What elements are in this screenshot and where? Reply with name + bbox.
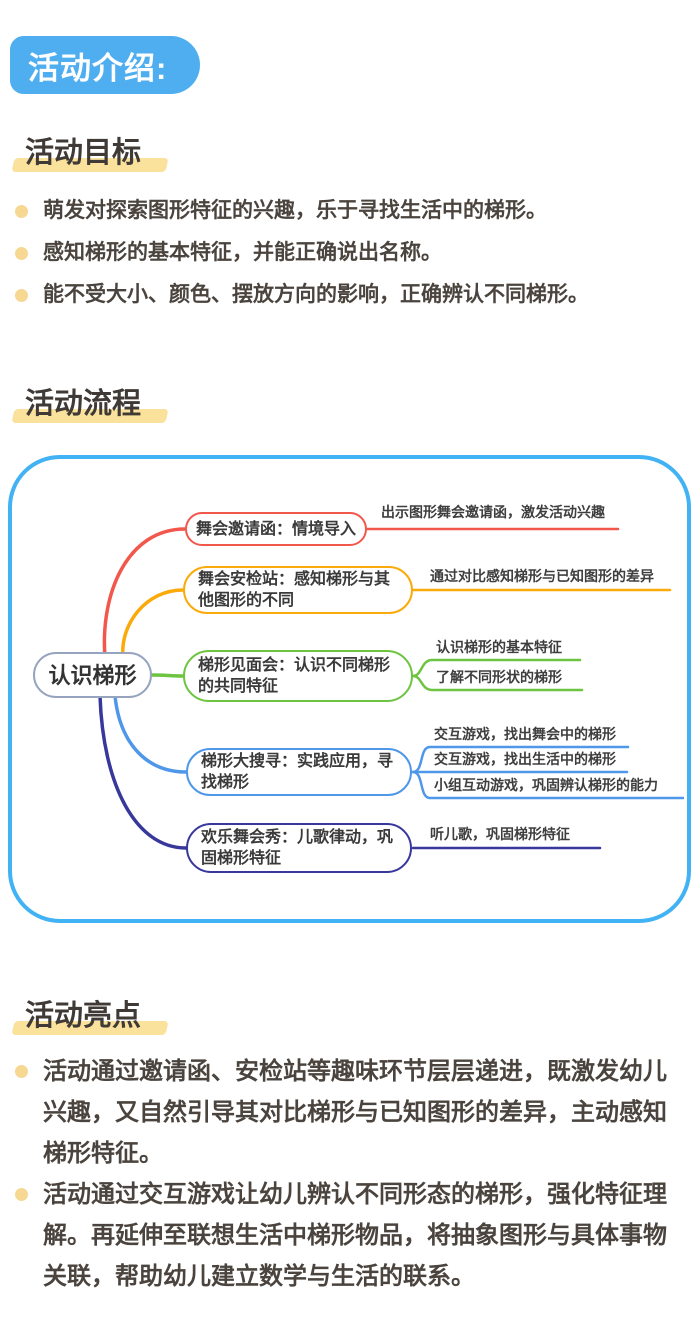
bullet-dot-icon bbox=[15, 1188, 28, 1201]
connector-branch-4 bbox=[113, 694, 188, 774]
process-heading: 活动流程 bbox=[11, 388, 169, 423]
highlights-heading: 活动亮点 bbox=[11, 1000, 169, 1035]
mindmap-node-meeting: 梯形见面会：认识不同梯形的共同特征 bbox=[183, 650, 413, 702]
goal-text: 能不受大小、颜色、摆放方向的影响，正确辨认不同梯形。 bbox=[43, 283, 589, 306]
process-heading-label: 活动流程 bbox=[25, 388, 142, 420]
list-item: 活动通过交互游戏让幼儿辨认不同形态的梯形，强化特征理解。再延伸至联想生活中梯形物… bbox=[15, 1174, 690, 1297]
highlights-heading-label: 活动亮点 bbox=[25, 1000, 142, 1032]
mindmap-connectors bbox=[98, 527, 684, 850]
mindmap-leaf: 交互游戏，找出舞会中的梯形 bbox=[434, 726, 616, 742]
leaf-line-4c bbox=[411, 770, 684, 800]
bullet-dot-icon bbox=[15, 205, 28, 218]
bullet-dot-icon bbox=[15, 289, 28, 302]
connector-branch-2 bbox=[121, 588, 185, 659]
list-item: 活动通过邀请函、安检站等趣味环节层层递进，既激发幼儿兴趣，又自然引导其对比梯形与… bbox=[15, 1051, 690, 1174]
connector-branch-3 bbox=[150, 673, 185, 678]
list-item: 感知梯形的基本特征，并能正确说出名称。 bbox=[15, 232, 692, 274]
list-item: 萌发对探索图形特征的兴趣，乐于寻找生活中的梯形。 bbox=[15, 190, 692, 232]
mindmap-node-show: 欢乐舞会秀：儿歌律动，巩固梯形特征 bbox=[186, 823, 412, 873]
goals-heading-label: 活动目标 bbox=[25, 137, 142, 169]
intro-badge-label: 活动介绍: bbox=[28, 50, 168, 86]
connector-branch-1 bbox=[102, 527, 187, 659]
highlight-text: 活动通过邀请函、安检站等趣味环节层层递进，既激发幼儿兴趣，又自然引导其对比梯形与… bbox=[43, 1058, 667, 1167]
mindmap-leaf: 小组互动游戏，巩固辨认梯形的能力 bbox=[434, 777, 658, 793]
connector-branch-5 bbox=[98, 694, 188, 850]
goal-text: 感知梯形的基本特征，并能正确说出名称。 bbox=[43, 241, 442, 264]
mindmap-node-security: 舞会安检站：感知梯形与其他图形的不同 bbox=[183, 566, 413, 614]
mindmap-leaf: 认识梯形的基本特征 bbox=[436, 639, 562, 655]
list-item: 能不受大小、颜色、摆放方向的影响，正确辨认不同梯形。 bbox=[15, 274, 692, 316]
mindmap-leaf: 听儿歌，巩固梯形特征 bbox=[430, 826, 570, 842]
mindmap-leaf: 通过对比感知梯形与已知图形的差异 bbox=[430, 568, 654, 584]
intro-badge: 活动介绍: bbox=[10, 36, 200, 94]
mindmap-leaf: 交互游戏，找出生活中的梯形 bbox=[434, 751, 616, 767]
bullet-dot-icon bbox=[15, 1065, 28, 1078]
mindmap-leaf: 了解不同形状的梯形 bbox=[436, 669, 562, 685]
mindmap-leaf: 出示图形舞会邀请函，激发活动兴趣 bbox=[381, 504, 605, 520]
mindmap-container: 认识梯形 舞会邀请函：情境导入 舞会安检站：感知梯形与其他图形的不同 梯形见面会… bbox=[8, 455, 691, 923]
bullet-dot-icon bbox=[15, 247, 28, 260]
highlight-text: 活动通过交互游戏让幼儿辨认不同形态的梯形，强化特征理解。再延伸至联想生活中梯形物… bbox=[43, 1181, 667, 1290]
goals-heading: 活动目标 bbox=[11, 137, 169, 172]
mindmap-node-search: 梯形大搜寻：实践应用，寻找梯形 bbox=[186, 748, 412, 796]
leaf-line-3b bbox=[411, 674, 584, 692]
mindmap-root-node: 认识梯形 bbox=[33, 652, 152, 698]
highlights-list: 活动通过邀请函、安检站等趣味环节层层递进，既激发幼儿兴趣，又自然引导其对比梯形与… bbox=[15, 1051, 690, 1297]
goals-list: 萌发对探索图形特征的兴趣，乐于寻找生活中的梯形。 感知梯形的基本特征，并能正确说… bbox=[15, 190, 692, 316]
goal-text: 萌发对探索图形特征的兴趣，乐于寻找生活中的梯形。 bbox=[43, 199, 547, 222]
mindmap-node-invitation: 舞会邀请函：情境导入 bbox=[185, 512, 367, 546]
